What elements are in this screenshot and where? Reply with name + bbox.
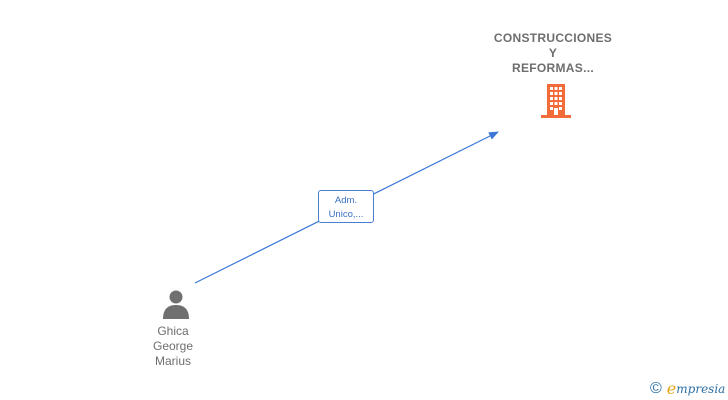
person-node-label[interactable]: Ghica George Marius	[152, 324, 194, 368]
copyright-icon: ©	[650, 380, 662, 397]
edge-role-label[interactable]: Adm. Unico,...	[318, 190, 374, 223]
person-icon[interactable]	[161, 289, 191, 319]
brand-watermark[interactable]: © e mpresia	[650, 379, 725, 399]
company-node-label[interactable]: CONSTRUCCIONES Y REFORMAS...	[493, 31, 613, 75]
building-icon[interactable]	[539, 83, 573, 119]
brand-logo-initial: e	[666, 379, 677, 398]
brand-logo-text: mpresia	[676, 382, 726, 396]
